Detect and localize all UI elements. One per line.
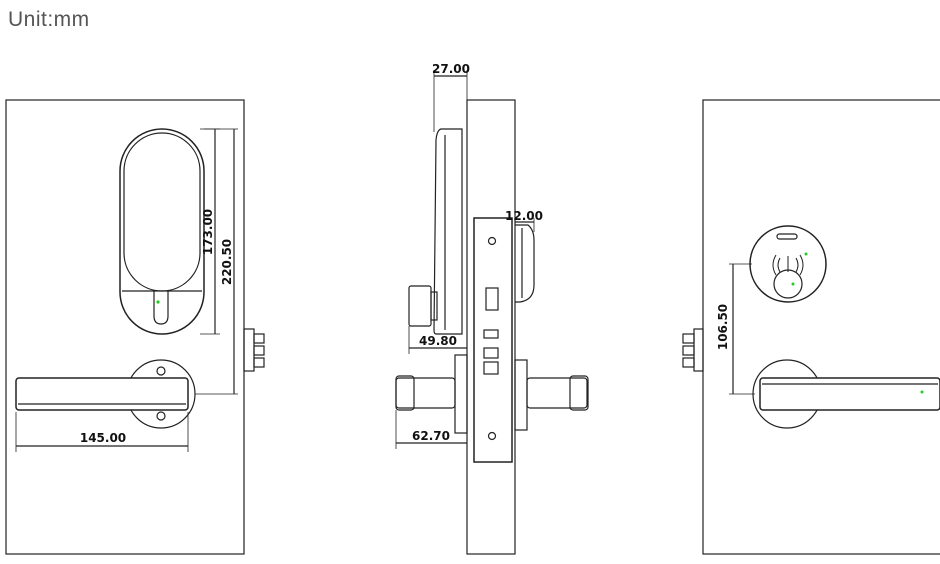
side-keypad-profile — [433, 128, 463, 335]
side-outer-lever — [395, 377, 456, 409]
side-latch-slot-2 — [483, 347, 499, 359]
side-outer-rose — [454, 354, 468, 434]
side-inner-lever — [526, 377, 588, 409]
dim-label-145: 145.00 — [80, 431, 126, 445]
side-key-cylinder — [408, 285, 432, 327]
back-reader-knob — [773, 269, 803, 299]
dim-label-62: 62.70 — [412, 429, 450, 443]
unit-label: Unit:mm — [8, 8, 90, 31]
side-deadbolt-slot — [485, 287, 499, 311]
front-indicator-led — [156, 300, 160, 304]
side-outer-lever-tip — [395, 375, 415, 411]
front-rose-screw-top — [156, 366, 166, 376]
dim-label-173: 173.00 — [201, 209, 215, 255]
side-latch-slot-3 — [483, 361, 499, 375]
dim-label-220: 220.50 — [220, 239, 234, 285]
nfc-wave-icon — [772, 254, 804, 276]
back-lever-handle — [759, 377, 940, 411]
back-door-panel — [702, 99, 940, 555]
front-lever-handle — [15, 377, 189, 411]
side-mortise-screw-bottom — [487, 431, 497, 441]
front-latch-plate-1 — [243, 328, 255, 372]
front-latch-bolt-3 — [253, 357, 265, 368]
back-lever-led — [920, 390, 924, 394]
side-mortise-body — [473, 217, 513, 463]
side-key-cylinder-neck — [430, 291, 438, 321]
back-latch-plate — [693, 328, 704, 372]
back-latch-bolt-3 — [682, 357, 695, 368]
front-keypad-screen — [123, 132, 201, 292]
front-keypad-body — [119, 128, 205, 335]
front-rose-screw-bottom — [156, 411, 166, 421]
side-inner-unit — [515, 224, 535, 303]
back-reader-led — [804, 252, 808, 256]
front-latch-bolt-1 — [253, 333, 265, 344]
front-view — [5, 99, 265, 555]
front-latch-bolt-2 — [253, 345, 265, 356]
side-inner-lever-tip — [569, 375, 589, 411]
back-reader-knob-led — [791, 282, 795, 286]
back-latch-bolt-1 — [682, 333, 695, 344]
front-door-panel — [5, 99, 245, 555]
dim-label-106: 106.50 — [716, 304, 730, 350]
dim-label-27: 27.00 — [432, 62, 470, 76]
side-view — [395, 70, 589, 555]
back-view — [682, 99, 940, 555]
back-latch-bolt-2 — [682, 345, 695, 356]
dim-label-49: 49.80 — [419, 334, 457, 348]
side-latch-slot-1 — [483, 329, 499, 339]
side-door-panel — [466, 99, 516, 555]
side-inner-rose — [514, 359, 528, 431]
front-key-cylinder — [153, 291, 169, 325]
back-reader-slot — [776, 233, 798, 240]
dim-label-12: 12.00 — [505, 209, 543, 223]
side-mortise-screw-top — [487, 236, 497, 246]
